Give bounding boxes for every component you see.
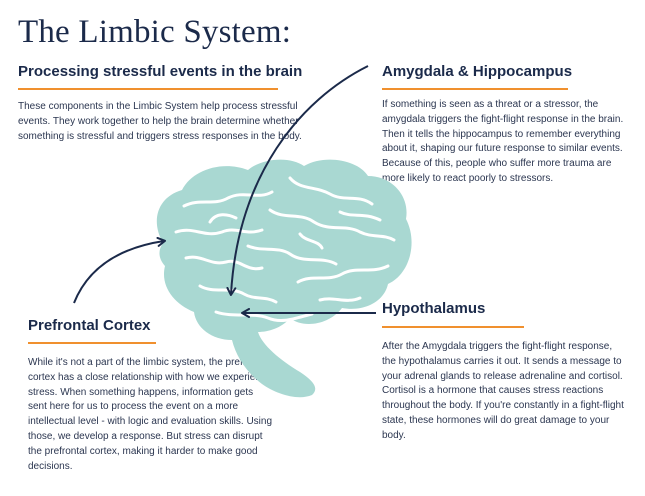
intro-text: These components in the Limbic System he… xyxy=(18,101,302,142)
prefrontal-arrow xyxy=(73,236,166,304)
page-subtitle: Processing stressful events in the brain xyxy=(18,63,303,80)
subtitle-divider xyxy=(18,88,278,90)
prefrontal-text: While it's not a part of the limbic syst… xyxy=(28,357,273,472)
amygdala-arrow xyxy=(226,65,369,296)
amygdala-heading: Amygdala & Hippocampus xyxy=(382,63,573,80)
hypothalamus-text: After the Amygdala triggers the fight-fl… xyxy=(382,341,624,441)
hypothalamus-divider xyxy=(382,326,524,328)
page-title: The Limbic System: xyxy=(18,14,292,50)
brain-folds xyxy=(174,176,396,322)
amygdala-text: If something is seen as a threat or a st… xyxy=(382,99,624,184)
amygdala-divider xyxy=(382,88,568,90)
brain-icon xyxy=(156,159,412,398)
hypothalamus-heading: Hypothalamus xyxy=(382,300,486,317)
prefrontal-divider xyxy=(28,342,156,344)
prefrontal-heading: Prefrontal Cortex xyxy=(28,317,151,334)
